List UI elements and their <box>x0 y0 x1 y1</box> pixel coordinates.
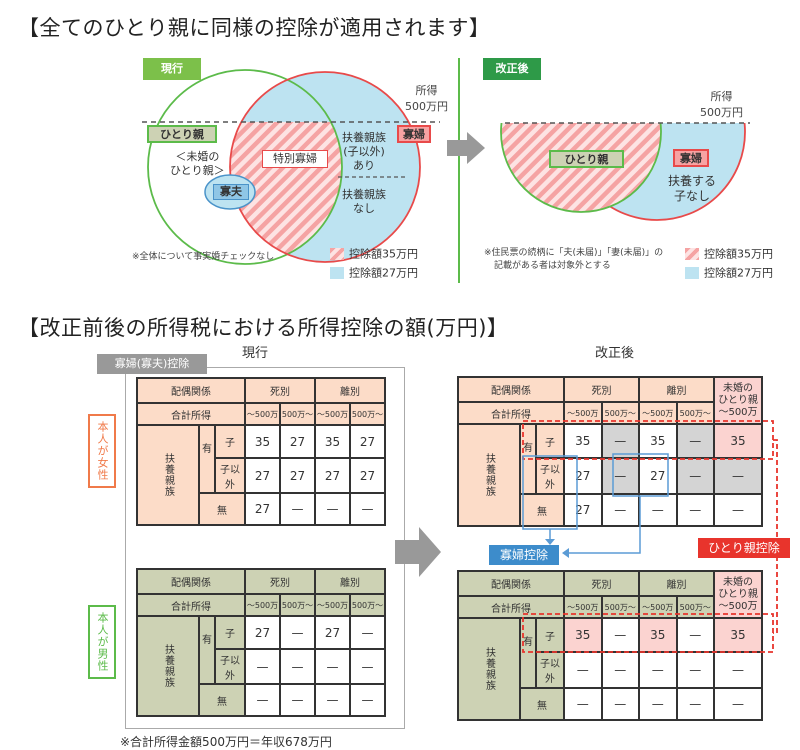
current-income-label: 所得 500万円 <box>405 84 448 113</box>
revised-male-table: 配偶関係 死別 離別 未婚の ひとり親 ～500万 合計所得 ～500万 500… <box>457 570 763 721</box>
revised-legend-hatch: 控除額35万円 <box>685 243 773 262</box>
revised-legend-blue: 控除額27万円 <box>685 262 773 281</box>
unmarried-label: ＜未婚の ひとり親＞ <box>170 150 225 177</box>
current-group-label: 寡婦(寡夫)控除 <box>97 354 207 374</box>
no-child-label: 扶養する 子なし <box>668 174 717 203</box>
current-tag: 現行 <box>143 58 201 80</box>
special-widow-label: 特別寡婦 <box>262 150 328 168</box>
widow-label: 寡婦 <box>397 125 431 143</box>
current-note: ※全体について事実婚チェックなし <box>132 252 275 262</box>
arrow-right-icon <box>447 132 485 164</box>
male-label: 本人が男性 <box>88 605 116 679</box>
revised-heading: 改正後 <box>595 346 635 361</box>
hatch-swatch-icon <box>685 247 699 260</box>
arrow-right-icon <box>395 527 441 577</box>
revised-income-label: 所得 500万円 <box>700 90 743 119</box>
dependent-yes-label: 扶養親族 (子以外) あり <box>342 131 386 172</box>
revised-tag: 改正後 <box>483 58 541 80</box>
current-legend-hatch: 控除額35万円 <box>330 243 418 262</box>
hitorioya-label: ひとり親 <box>147 125 217 143</box>
hatch-swatch-icon <box>330 247 344 260</box>
female-label: 本人が女性 <box>88 414 116 488</box>
footnote: ※合計所得金額500万円＝年収678万円 <box>120 735 332 749</box>
current-legend-blue: 控除額27万円 <box>330 262 418 281</box>
revised-hitorioya-label: ひとり親 <box>549 150 624 168</box>
section-title-bottom: 【改正前後の所得税における所得控除の額(万円)】 <box>18 316 509 340</box>
current-heading: 現行 <box>242 346 269 361</box>
blue-swatch-icon <box>685 266 699 279</box>
widow-deduction-label: 寡婦控除 <box>489 545 559 565</box>
blue-swatch-icon <box>330 266 344 279</box>
revised-female-table: 配偶関係 死別 離別 未婚の ひとり親 ～500万 合計所得 ～500万 500… <box>457 376 763 527</box>
current-female-table: 配偶関係 死別 離別 合計所得 ～500万 500万～ ～500万 500万～ … <box>136 377 386 526</box>
section-title-top: 【全てのひとり親に同様の控除が適用されます】 <box>18 16 491 40</box>
single-parent-deduction-label: ひとり親控除 <box>698 538 790 558</box>
widower-label: 寡夫 <box>213 184 249 200</box>
current-male-table: 配偶関係 死別 離別 合計所得 ～500万 500万～ ～500万 500万～ … <box>136 568 386 717</box>
section-divider <box>458 58 460 283</box>
revised-widow-label: 寡婦 <box>673 149 709 167</box>
revised-note: ※住民票の続柄に「夫(未届)」「妻(未届)」の 記載がある者は対象外とする <box>484 248 664 271</box>
dependent-no-label: 扶養親族 なし <box>342 188 386 215</box>
